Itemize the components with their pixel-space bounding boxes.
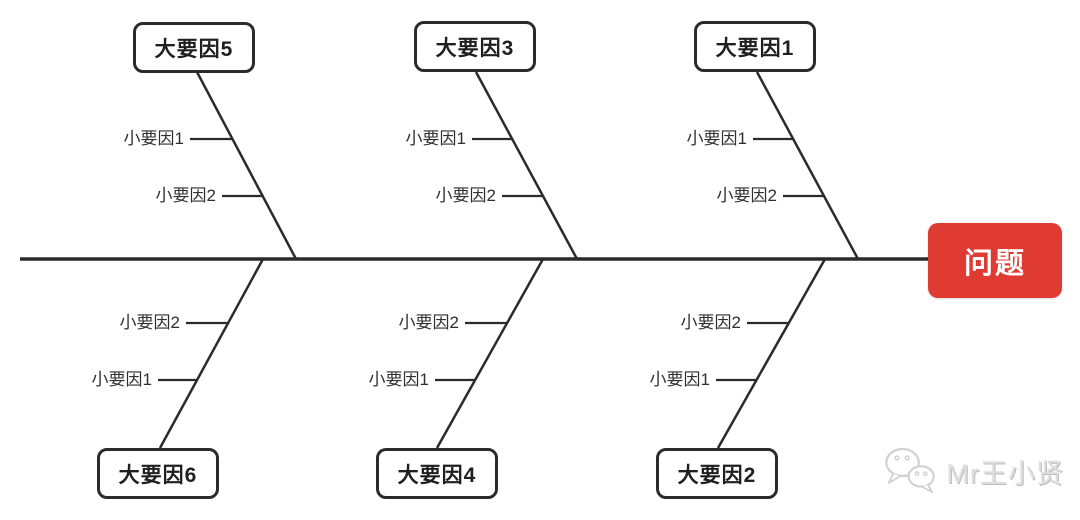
- branch-line-cause-6: [158, 258, 265, 449]
- major-cause-5-box: 大要因5: [133, 22, 255, 73]
- minor-cause-label: 小要因1: [649, 370, 710, 389]
- major-cause-2-box: 大要因2: [656, 448, 778, 499]
- minor-cause-label: 小要因2: [398, 313, 459, 332]
- minor-cause-label: 小要因1: [368, 370, 429, 389]
- problem-box: 问题: [928, 223, 1062, 298]
- minor-cause-label: 小要因2: [119, 313, 180, 332]
- minor-cause-label: 小要因1: [91, 370, 152, 389]
- minor-cause-label: 小要因2: [155, 186, 216, 205]
- minor-cause-label: 小要因1: [686, 129, 747, 148]
- minor-cause-label: 小要因2: [435, 186, 496, 205]
- branch-line-cause-1: [755, 71, 860, 260]
- branch-line-cause-2: [716, 258, 827, 449]
- minor-cause-label: 小要因1: [405, 129, 466, 148]
- minor-cause-label: 小要因2: [716, 186, 777, 205]
- major-cause-4-box: 大要因4: [376, 448, 498, 499]
- branch-line-cause-3: [474, 71, 579, 260]
- major-cause-6-box: 大要因6: [97, 448, 219, 499]
- watermark-text: Mr王小贤: [946, 459, 1064, 489]
- wechat-icon: [881, 443, 939, 500]
- branch-line-cause-5: [195, 71, 298, 260]
- watermark: Mr王小贤: [881, 443, 1064, 500]
- minor-cause-label: 小要因1: [123, 129, 184, 148]
- minor-cause-label: 小要因2: [680, 313, 741, 332]
- branch-line-cause-4: [435, 258, 545, 449]
- major-cause-3-box: 大要因3: [414, 21, 536, 72]
- major-cause-1-box: 大要因1: [694, 21, 816, 72]
